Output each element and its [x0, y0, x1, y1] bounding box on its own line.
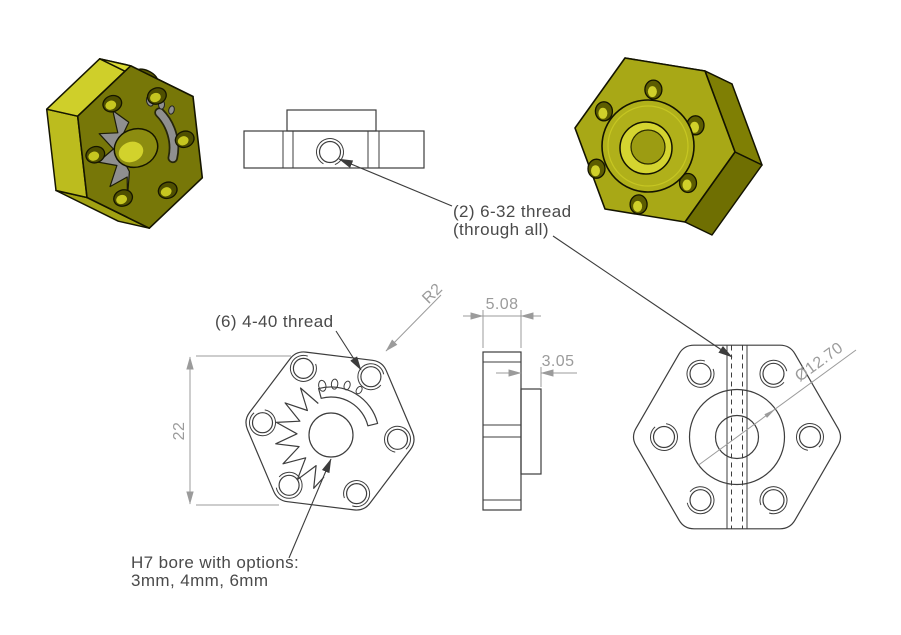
dim-thickness: 5.08: [463, 296, 541, 348]
front-thread-holes: [249, 354, 411, 508]
side-top-body: [243, 130, 425, 169]
annotations: (2) 6-32 thread (through all) (6) 4-40 t…: [131, 158, 733, 590]
note-632-line1: (2) 6-32 thread: [453, 202, 571, 221]
front-arc-slot: [318, 386, 379, 427]
note-632-line2: (through all): [453, 220, 549, 239]
note-h7-line1: H7 bore with options:: [131, 553, 299, 572]
iso2-bore-inner: [630, 129, 666, 165]
section-side-view: 5.08 3.05: [463, 296, 577, 511]
iso2-boss-ring: [607, 105, 689, 187]
back-thread-holes: [650, 359, 824, 515]
back-hex-outline: [632, 344, 842, 530]
iso-view-back-right: [574, 57, 763, 236]
dim-boss-depth: 3.05: [496, 353, 577, 387]
side-top-boss: [286, 109, 377, 132]
front-bore: [308, 412, 354, 458]
iso1-arc-slot: [156, 109, 178, 162]
dim-r2-label: R2: [419, 280, 446, 307]
iso1-teardrop-3: [168, 105, 175, 115]
front-teardrops: [318, 378, 363, 395]
leader-440: [335, 330, 362, 371]
leader-632-to-back-view: [552, 235, 733, 358]
dim-height-label: 22: [171, 422, 188, 441]
dim-diameter-arrow: [764, 409, 776, 418]
section-body: [482, 351, 522, 511]
iso-view-front-left: [45, 58, 204, 229]
iso1-bore-wall: [118, 141, 144, 163]
leader-632-to-side-view: [338, 158, 453, 207]
note-440: (6) 4-40 thread: [215, 312, 333, 331]
dim-boss-depth-label: 3.05: [542, 353, 575, 370]
section-boss: [520, 388, 542, 475]
front-gear-cutout: [275, 387, 325, 489]
back-view: Ø12.70: [632, 339, 857, 530]
dim-thickness-label: 5.08: [486, 296, 519, 313]
side-top-thread-inner: [318, 140, 342, 164]
side-top-thread-outer: [316, 138, 344, 166]
dim-corner-radius: R2: [385, 280, 446, 352]
iso2-bolt-holes: [587, 79, 705, 215]
dim-boss-diameter: Ø12.70: [698, 339, 857, 466]
back-boss-circle: [688, 388, 786, 486]
leader-h7: [288, 458, 332, 559]
note-h7-line2: 3mm, 4mm, 6mm: [131, 571, 268, 590]
dim-height-22: 22: [171, 355, 291, 506]
front-hex-outline: [245, 351, 415, 511]
iso1-bolt-holes: [85, 87, 195, 207]
side-view-top: [243, 109, 425, 169]
back-bore: [714, 414, 760, 460]
